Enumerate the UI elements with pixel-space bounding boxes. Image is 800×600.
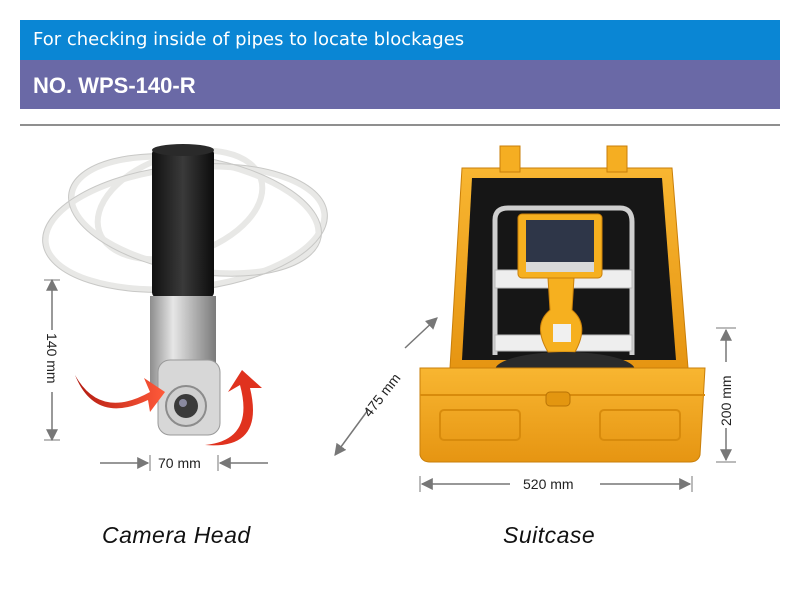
monitor-screen <box>526 220 594 265</box>
suitcase-height-dimension: 200 mm <box>716 327 736 463</box>
camera-height-dimension: 140 mm <box>44 278 60 442</box>
model-banner: NO. WPS-140-R <box>20 60 780 109</box>
monitor-buttons <box>526 262 594 272</box>
tagline-text: For checking inside of pipes to locate b… <box>33 29 465 50</box>
suitcase-base <box>419 367 706 463</box>
tagline-banner: For checking inside of pipes to locate b… <box>20 20 780 60</box>
camera-head-caption: Camera Head <box>102 522 251 548</box>
rotation-arrow-right <box>205 370 262 446</box>
divider <box>20 124 780 126</box>
suitcase-illustration <box>419 145 706 463</box>
suitcase-width-dimension: 520 mm <box>419 476 693 492</box>
rotation-arrow-left <box>75 375 165 412</box>
reel-frame <box>492 205 635 355</box>
camera-head-illustration <box>42 144 328 446</box>
model-number: NO. WPS-140-R <box>33 73 196 98</box>
suitcase-caption: Suitcase <box>503 522 596 548</box>
controller-handle <box>540 277 583 353</box>
camera-width-label: 70 mm <box>158 455 201 471</box>
lens-icon <box>174 394 198 418</box>
suitcase-depth-label: 475 mm <box>360 370 404 420</box>
controller-keypad <box>553 324 571 342</box>
suitcase-width-label: 520 mm <box>523 476 574 492</box>
case-handle <box>545 391 571 407</box>
latch-left <box>499 145 521 173</box>
suitcase-height-label: 200 mm <box>718 375 734 426</box>
latch-right <box>606 145 628 173</box>
camera-height-label: 140 mm <box>44 333 60 384</box>
camera-width-dimension: 70 mm <box>100 455 268 471</box>
camera-tube <box>152 148 214 298</box>
